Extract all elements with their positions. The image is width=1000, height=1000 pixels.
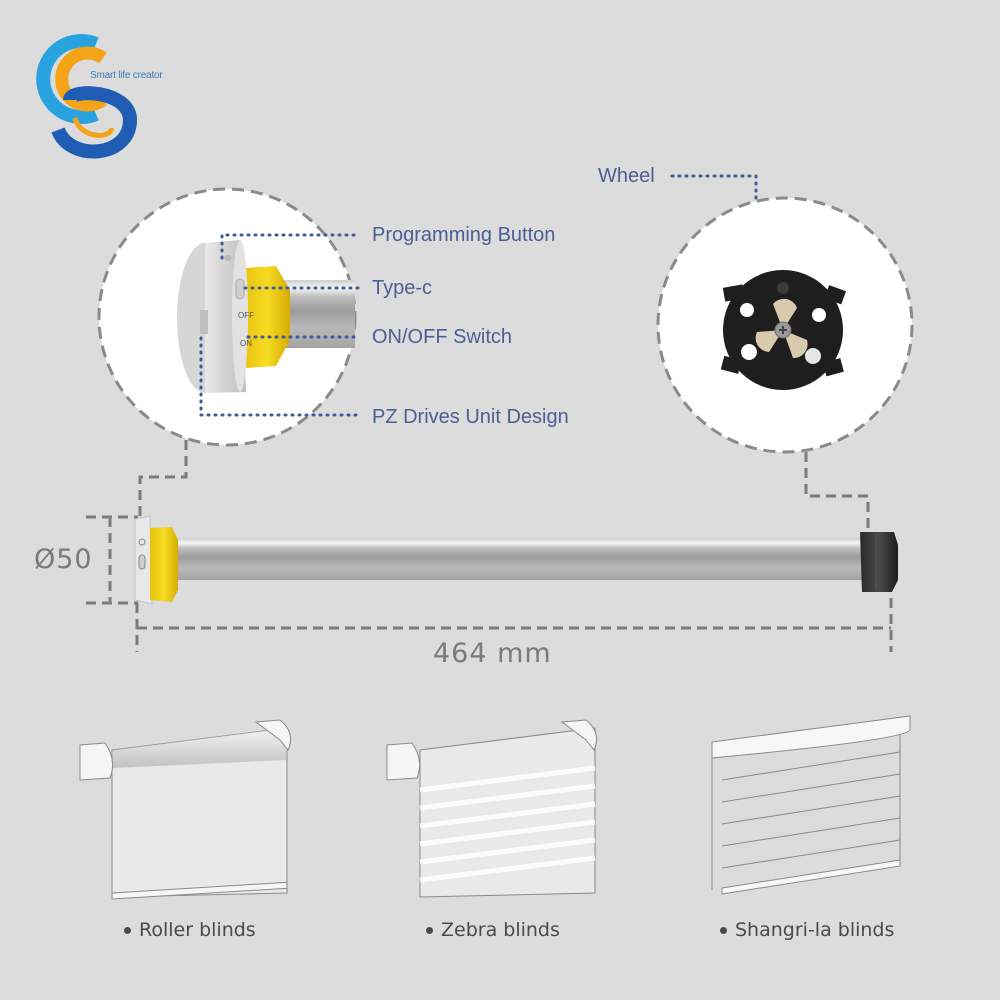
- callout-type-c: Type-c: [372, 277, 433, 299]
- motor-head-detail-circle: OFF ON: [97, 187, 357, 447]
- callout-pz-drives: PZ Drives Unit Design: [372, 406, 569, 428]
- off-marking: OFF: [238, 311, 254, 320]
- on-marking: ON: [240, 339, 252, 348]
- blind-label-shangri-la: Shangri-la blinds: [720, 919, 894, 941]
- brand-logo: [36, 34, 138, 159]
- blind-label-text: Zebra blinds: [441, 919, 560, 941]
- shangri-la-blind-illustration: [711, 715, 911, 895]
- brand-tagline: Smart life creator: [90, 70, 163, 81]
- callout-wheel: Wheel: [598, 165, 655, 187]
- zebra-blind-illustration: [386, 719, 598, 898]
- wheel-detail-circle: [656, 196, 914, 454]
- length-label: 464 mm: [433, 638, 552, 669]
- bullet-icon: [720, 926, 727, 934]
- roller-blind-illustration: [79, 719, 292, 900]
- callout-programming-button: Programming Button: [372, 224, 556, 246]
- diameter-label: Ø50: [34, 544, 93, 575]
- bullet-icon: [426, 926, 433, 934]
- bullet-icon: [124, 926, 131, 934]
- blind-label-text: Shangri-la blinds: [735, 919, 895, 941]
- tubular-motor: [134, 515, 898, 605]
- dimension-guides: [86, 440, 893, 652]
- blind-label-roller: Roller blinds: [124, 919, 256, 941]
- callout-on-off-switch: ON/OFF Switch: [372, 326, 513, 348]
- blind-label-text: Roller blinds: [139, 919, 256, 941]
- blind-label-zebra: Zebra blinds: [426, 919, 560, 941]
